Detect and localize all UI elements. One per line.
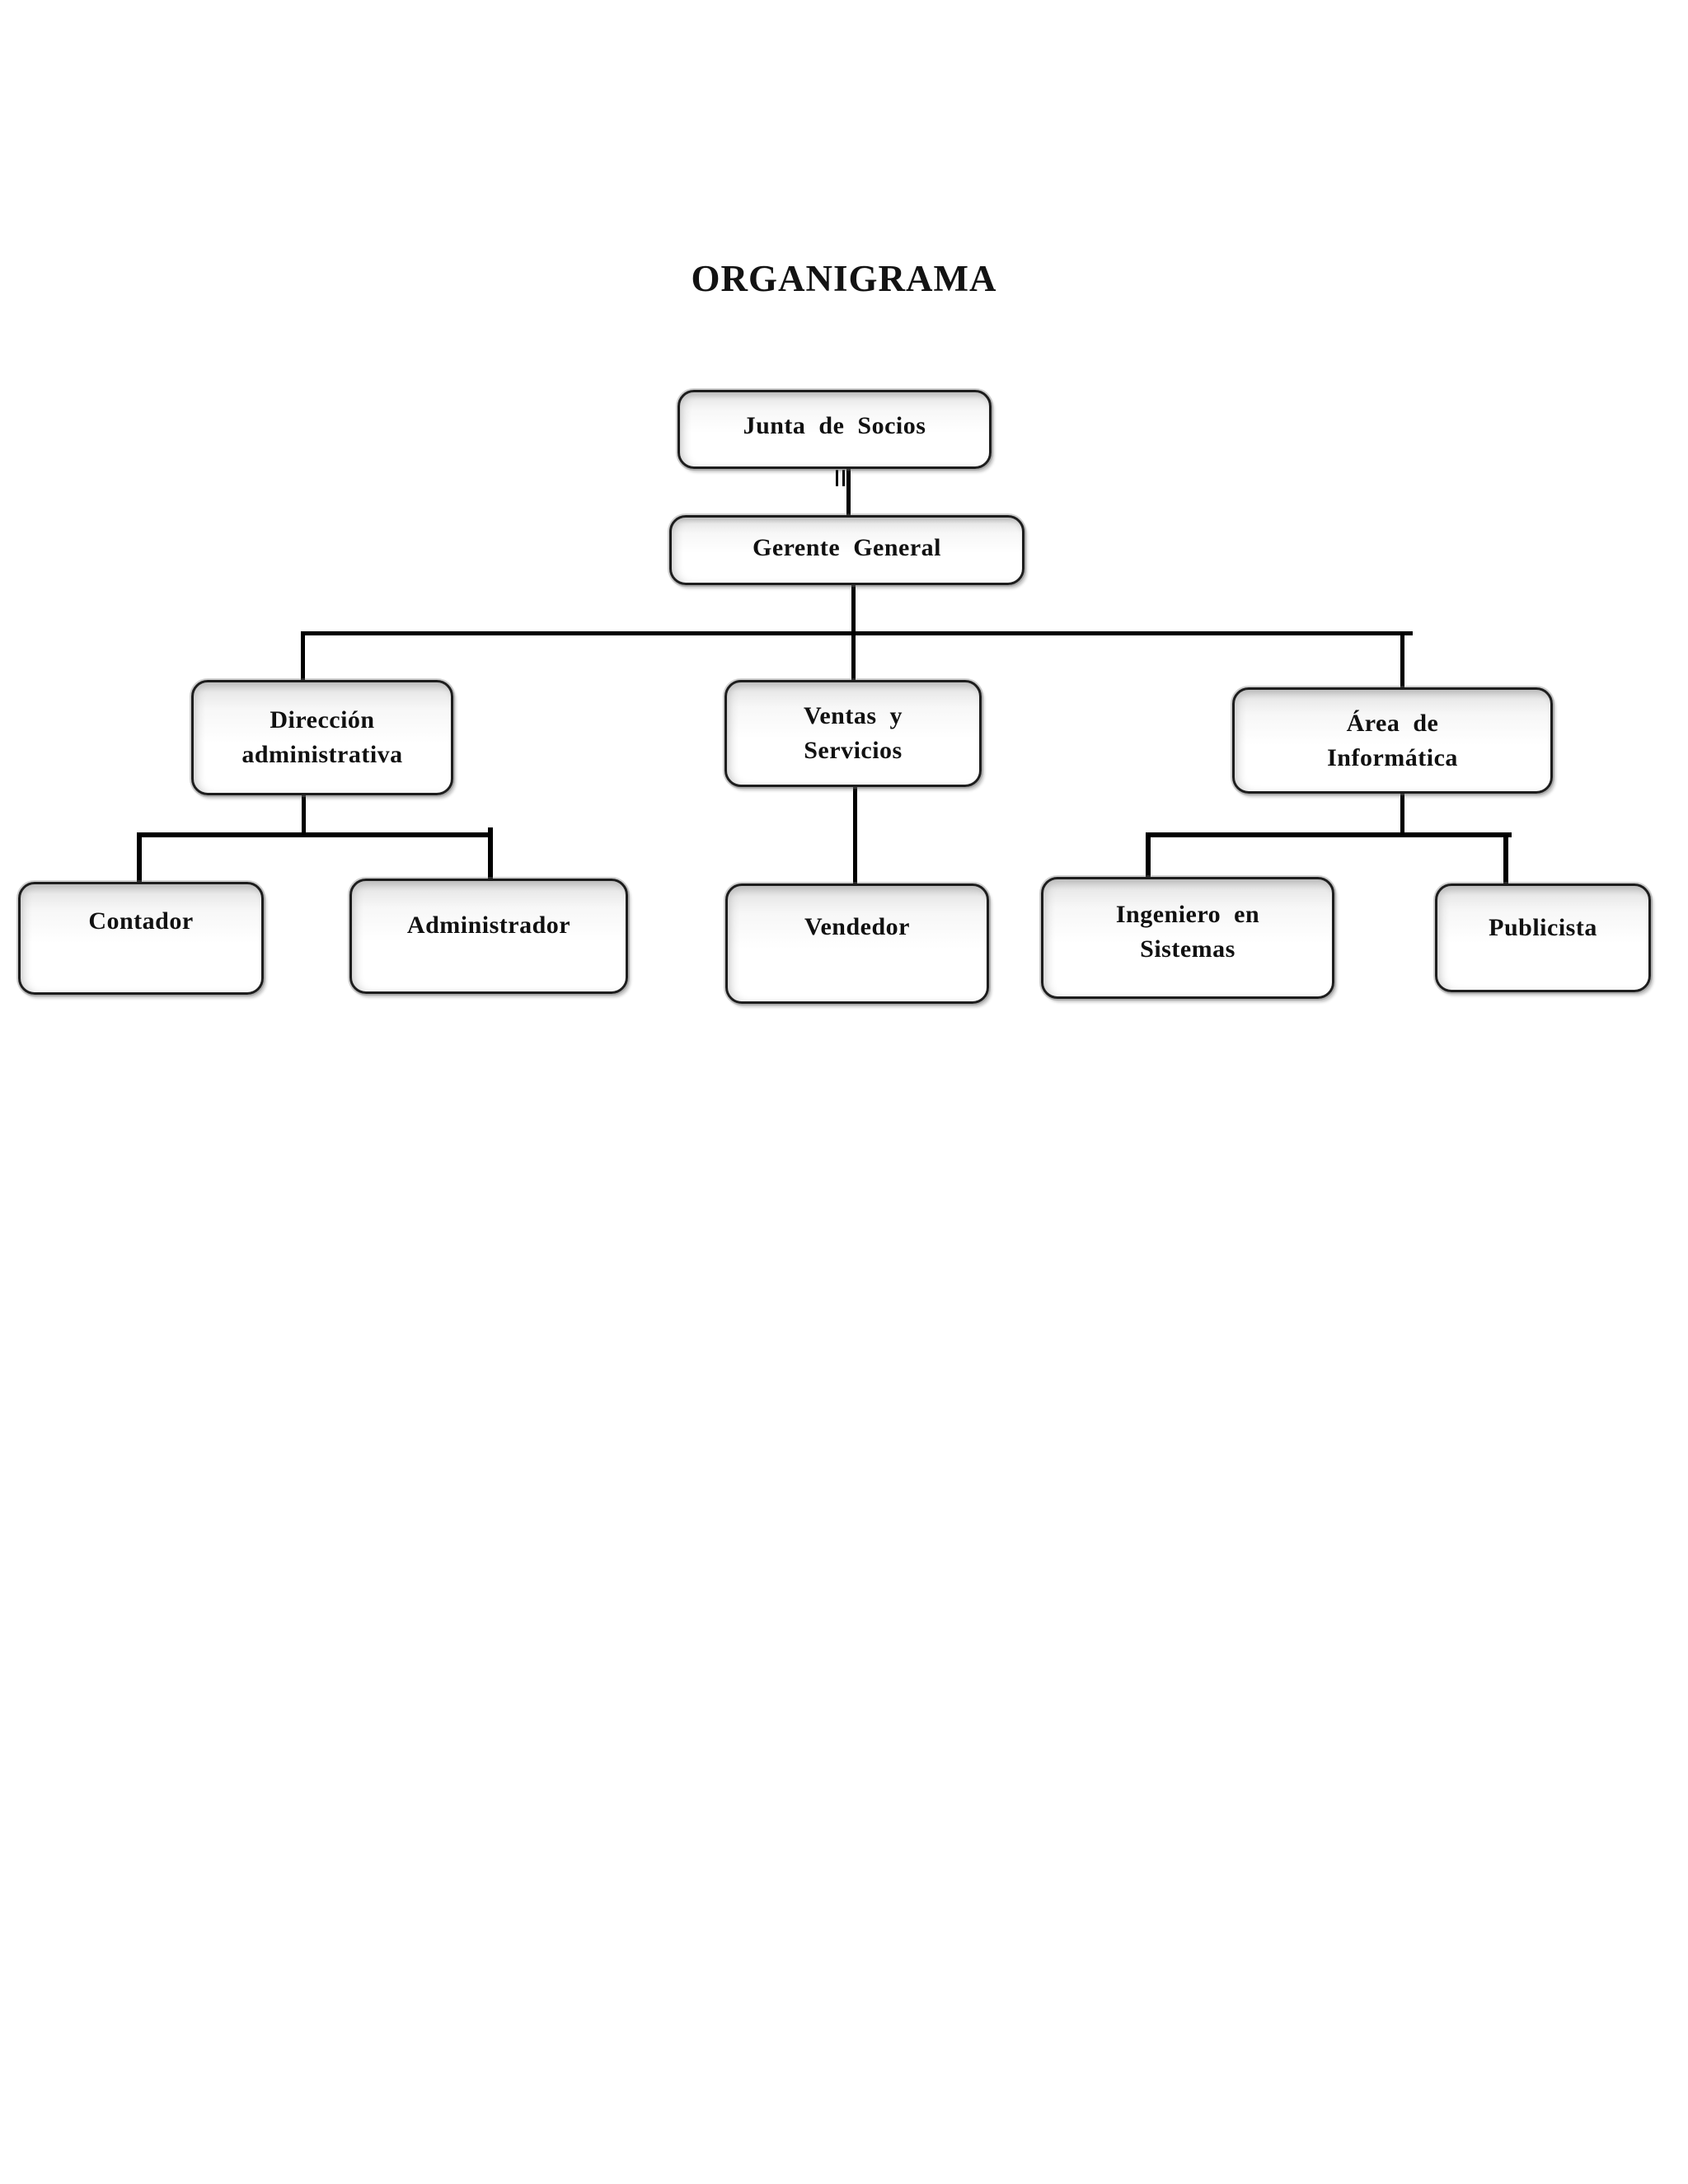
node-publicista: Publicista: [1435, 883, 1651, 992]
node-ventas-y-servicios-label-2: Servicios: [804, 737, 903, 764]
node-ventas-y-servicios-label-1: Ventas y: [803, 702, 903, 729]
node-vendedor-label: Vendedor: [804, 913, 910, 940]
node-area-de-informatica-label-2: Informática: [1327, 743, 1458, 771]
connector-gerente-down: [851, 583, 856, 633]
connector-direccion-hbar: [137, 832, 493, 837]
double-tick-mark-right: [842, 470, 845, 486]
connector-direccion-down: [302, 794, 306, 837]
page-title: ORGANIGRAMA: [691, 258, 997, 299]
connector-drop-direccion: [301, 631, 305, 682]
node-gerente-general-label: Gerente General: [752, 533, 942, 561]
node-direccion-administrativa: Dirección administrativa: [191, 680, 453, 795]
connector-drop-publicista: [1503, 832, 1508, 885]
node-junta-de-socios: Junta de Socios: [678, 390, 992, 469]
node-administrador: Administrador: [349, 879, 628, 994]
node-direccion-administrativa-label-2: administrativa: [241, 741, 403, 768]
node-administrador-label: Administrador: [406, 912, 571, 939]
connector-drop-contador: [137, 832, 142, 883]
node-contador-label: Contador: [88, 907, 194, 935]
connector-drop-ingeniero: [1146, 832, 1151, 879]
node-ingeniero-en-sistemas: Ingeniero en Sistemas: [1041, 877, 1334, 999]
node-ingeniero-en-sistemas-label-2: Sistemas: [1140, 935, 1236, 963]
connector-junta-gerente: [846, 469, 851, 517]
node-vendedor: Vendedor: [725, 883, 989, 1004]
node-ventas-y-servicios: Ventas y Servicios: [724, 680, 982, 787]
connector-drop-administrador: [488, 827, 493, 880]
node-publicista-label: Publicista: [1489, 914, 1597, 941]
connector-ventas-vendedor: [853, 785, 857, 885]
node-junta-de-socios-label: Junta de Socios: [743, 412, 926, 439]
double-tick-mark-left: [836, 470, 838, 486]
node-area-de-informatica: Área de Informática: [1232, 687, 1553, 794]
connector-level2-hbar: [301, 631, 1413, 635]
node-area-de-informatica-label-1: Área de: [1346, 709, 1439, 737]
connector-informatica-hbar: [1146, 832, 1512, 837]
node-ingeniero-en-sistemas-label-1: Ingeniero en: [1115, 901, 1260, 928]
connector-drop-ventas: [851, 631, 856, 682]
node-direccion-administrativa-label-1: Dirección: [270, 706, 375, 733]
connector-area-down: [1400, 792, 1404, 836]
connector-drop-area: [1400, 631, 1404, 689]
node-contador: Contador: [18, 882, 264, 995]
node-gerente-general: Gerente General: [669, 515, 1025, 585]
